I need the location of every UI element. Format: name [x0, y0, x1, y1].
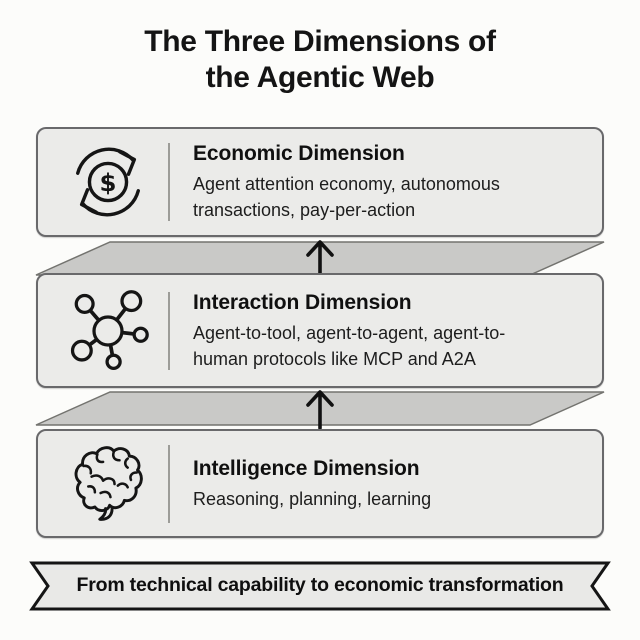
card-interaction: Interaction Dimension Agent-to-tool, age…: [36, 273, 604, 388]
card-description: Agent-to-tool, agent-to-agent, agent-to-…: [193, 322, 506, 369]
page-title-line1: The Three Dimensions of: [144, 25, 496, 58]
banner-ribbon: From technical capability to economic tr…: [0, 560, 640, 612]
card-heading: Intelligence Dimension: [193, 456, 420, 480]
page-title-line2: the Agentic Web: [205, 61, 435, 94]
up-arrow-icon: [306, 390, 334, 429]
brain-icon: [38, 443, 168, 525]
connector-economic-interaction: [35, 240, 605, 278]
card-divider: [168, 143, 170, 221]
card-description: Reasoning, planning, learning: [193, 488, 432, 509]
banner-label: From technical capability to economic tr…: [76, 574, 564, 596]
card-text-block: Intelligence Dimension Reasoning, planni…: [170, 456, 431, 512]
dollar-cycle-icon: $: [38, 141, 168, 223]
card-economic: $ Economic Dimension Agent attention eco…: [36, 127, 604, 237]
connector-interaction-intelligence: [35, 390, 605, 429]
card-text-block: Interaction Dimension Agent-to-tool, age…: [170, 290, 525, 372]
card-text-block: Economic Dimension Agent attention econo…: [170, 141, 525, 223]
ribbon-shape: [29, 561, 611, 611]
svg-text:$: $: [100, 168, 117, 197]
card-description: Agent attention economy, autonomous tran…: [193, 174, 500, 220]
card-heading: Economic Dimension: [193, 142, 405, 165]
card-heading: Interaction Dimension: [193, 290, 412, 314]
up-arrow-icon: [306, 240, 334, 278]
network-hub-icon: [38, 289, 168, 373]
card-divider: [168, 291, 170, 370]
card-intelligence: Intelligence Dimension Reasoning, planni…: [36, 429, 604, 538]
card-divider: [168, 444, 170, 523]
